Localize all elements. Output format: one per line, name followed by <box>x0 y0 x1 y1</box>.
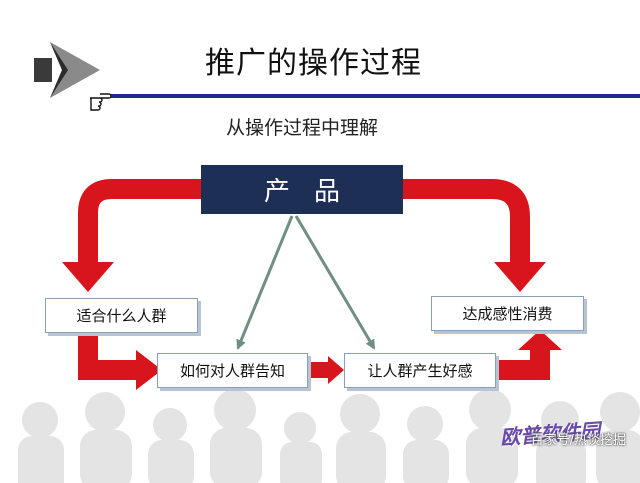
pointing-hand-icon <box>90 93 112 111</box>
watermark-source: 百家号/热谈挖掘 <box>530 433 626 448</box>
page-title: 推广的操作过程 <box>205 46 422 81</box>
arrow-product-to-consume-head <box>494 262 546 292</box>
node-audience: 适合什么人群 <box>45 298 198 333</box>
node-product: 产品 <box>201 165 403 214</box>
arrow-goodwill-to-consume <box>496 346 550 380</box>
arrow-product-to-audience-head <box>62 262 114 292</box>
arrow-goodwill-to-consume-head <box>518 330 562 350</box>
arrow-product-to-inform <box>236 215 294 350</box>
arrow-product-to-goodwill <box>294 215 376 350</box>
page-subtitle: 从操作过程中理解 <box>226 117 379 139</box>
arrow-inform-to-goodwill-head <box>328 356 344 384</box>
arrow-inform-to-goodwill <box>308 362 330 378</box>
node-consume: 达成感性消费 <box>431 296 584 331</box>
play-arrow-icon <box>34 42 100 98</box>
arrow-audience-to-inform <box>78 332 140 380</box>
title-underline <box>104 94 640 98</box>
arrow-audience-to-inform-head <box>136 350 162 390</box>
arrow-product-to-consume <box>402 179 530 268</box>
node-goodwill: 让人群产生好感 <box>344 353 496 388</box>
arrow-product-to-audience <box>78 179 202 268</box>
node-inform: 如何对人群告知 <box>157 353 308 388</box>
